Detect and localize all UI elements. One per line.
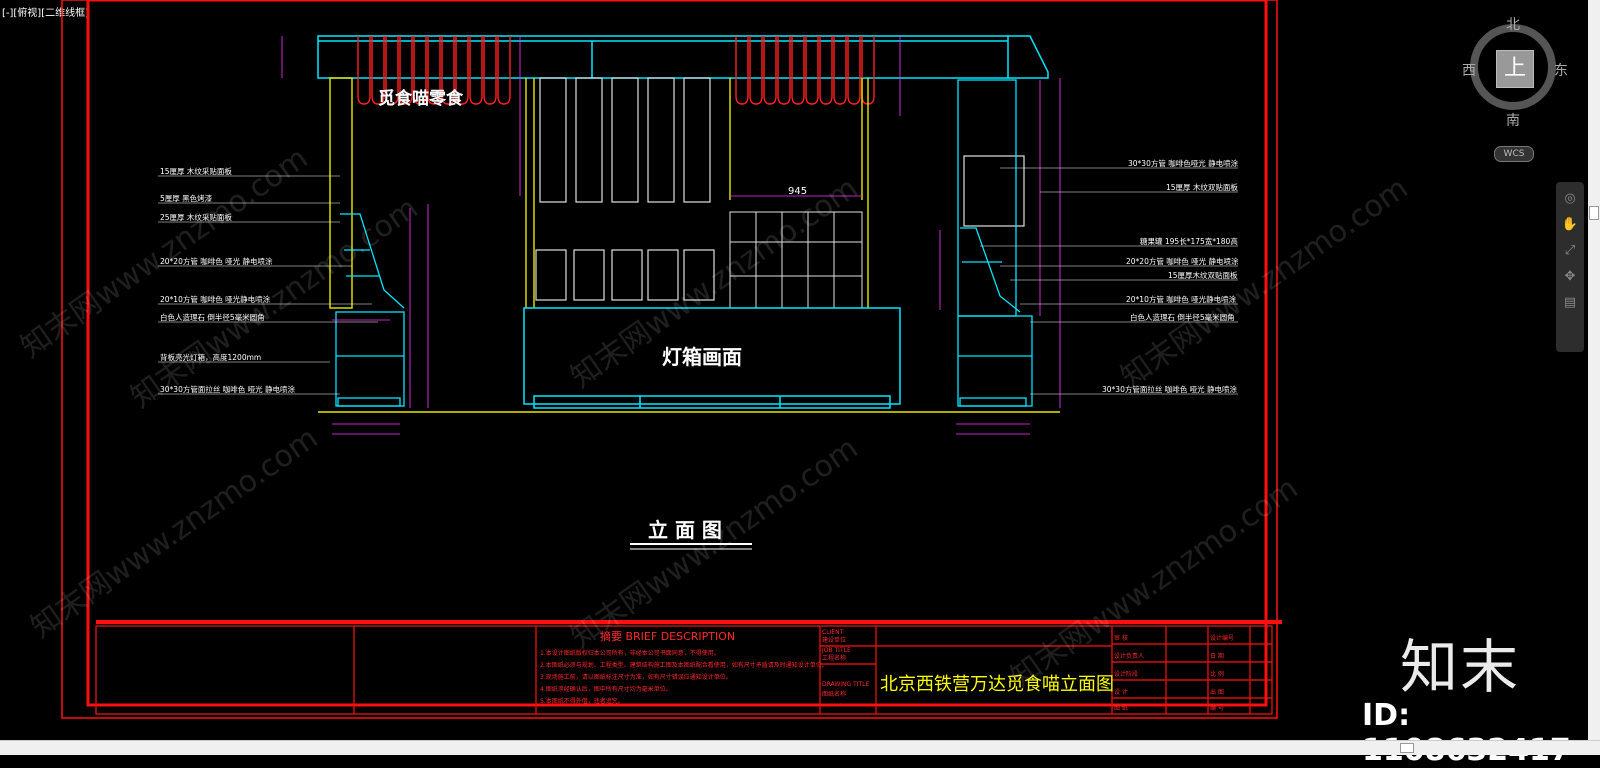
- note: 3.现场施工前，请以图纸标注尺寸为准，如有尺寸错误应通知设计单位。: [540, 673, 732, 681]
- row-label: 比 例: [1210, 670, 1224, 678]
- row-label: 设计编号: [1210, 634, 1234, 642]
- drawing-title-cn: 图纸名称: [822, 690, 846, 698]
- title-block-text: 摘要 BRIEF DESCRIPTION 1.本设计图纸版权归本公司所有，非经本…: [540, 629, 1234, 712]
- leader-lines-left: [158, 175, 378, 395]
- annotation: 背板亮光灯箱，高度1200mm: [160, 352, 261, 362]
- steering-wheel-icon[interactable]: ◎: [1564, 191, 1576, 206]
- note: 5.本图纸不得外借，违者追究。: [540, 697, 624, 705]
- job-en: JOB TITLE: [821, 647, 851, 654]
- row-label: 设 计: [1114, 688, 1128, 696]
- row-label: 图 纸: [1114, 704, 1128, 712]
- dimension-lines: [281, 36, 1061, 435]
- ucs-menu[interactable]: WCS: [1494, 146, 1534, 162]
- compass-west[interactable]: 西: [1462, 63, 1476, 79]
- viewcube-ring[interactable]: [1470, 24, 1556, 110]
- compass-north[interactable]: 北: [1506, 17, 1520, 33]
- brief-heading: 摘要 BRIEF DESCRIPTION: [600, 629, 735, 643]
- annotation: 白色人造理石 倒半径5毫米圆角: [160, 312, 265, 322]
- annotation: 20*20方管 咖啡色 哑光 静电喷涂: [1126, 256, 1239, 266]
- job-cn: 工程名称: [822, 654, 846, 662]
- zoom-icon[interactable]: ⤢: [1564, 243, 1576, 258]
- orbit-icon[interactable]: ✥: [1564, 269, 1576, 284]
- drawing-title: 北京西铁营万达觅食喵立面图: [880, 674, 1114, 695]
- row-label: 日 期: [1210, 652, 1224, 660]
- lightbox-counter: [523, 307, 901, 409]
- sign-loops-right: [735, 36, 875, 105]
- annotation: 15厘厚木纹双贴面板: [1168, 270, 1238, 280]
- annotation: 5厘厚 黑色烤漆: [160, 193, 213, 203]
- yellow-columns: [318, 77, 1060, 413]
- pan-icon[interactable]: ✋: [1561, 217, 1579, 232]
- navigation-bar: ◎ ✋ ⤢ ✥ ▤: [1556, 182, 1584, 352]
- top-dimension: 945: [788, 186, 807, 197]
- annotation: 20*10方管 咖啡色 哑光静电喷涂: [160, 294, 271, 304]
- row-label: 设计阶段: [1114, 670, 1138, 678]
- leader-lines-right: [980, 167, 1238, 395]
- annotation: 20*10方管 咖啡色 哑光静电喷涂: [1126, 294, 1237, 304]
- left-cabinet: [335, 213, 405, 407]
- viewcube-top-face[interactable]: 上: [1496, 50, 1534, 88]
- row-label: 编 号: [1210, 704, 1224, 712]
- left-annotations: 15厘厚 木纹采贴面板 5厘厚 黑色烤漆 25厘厚 木纹采贴面板 20*20方管…: [160, 166, 295, 394]
- viewcube[interactable]: 上 北 南 西 东: [1462, 14, 1570, 144]
- viewport-controls-label[interactable]: [-][俯视][二维线框]: [2, 8, 90, 19]
- annotation: 白色人造理石 倒半径5毫米圆角: [1130, 312, 1235, 322]
- sign-text: 觅食喵零食: [378, 88, 464, 109]
- hanging-panels: [535, 77, 1025, 301]
- compass-south[interactable]: 南: [1506, 113, 1520, 129]
- right-cabinet: [957, 79, 1033, 407]
- right-annotations: 30*30方管 咖啡色哑光 静电喷涂 15厘厚 木纹双贴面板 糖果罐 195长*…: [1102, 158, 1239, 394]
- annotation: 20*20方管 咖啡色 哑光 静电喷涂: [160, 256, 273, 266]
- annotation: 30*30方管 咖啡色哑光 静电喷涂: [1128, 158, 1239, 168]
- sheet-frame: [61, 0, 1282, 719]
- brand-id: ID: 1108632417: [1362, 698, 1571, 768]
- showmotion-icon[interactable]: ▤: [1563, 295, 1577, 310]
- horizontal-scrollbar[interactable]: [0, 740, 1600, 755]
- annotation: 30*30方管面拉丝 咖啡色 哑光 静电喷涂: [160, 384, 295, 394]
- note: 2.本图纸必须与规划、工程类型、建筑结构施工图及本图纸配合看使用，如有尺寸矛盾请…: [540, 661, 828, 669]
- shelf-grid: [729, 211, 863, 309]
- view-title: 立 面 图: [648, 518, 722, 542]
- elevation-drawing: 觅食喵零食 灯箱画面 945 15厘厚 木纹采贴面板 5厘厚 黑色烤漆 25厘厚…: [61, 0, 1282, 719]
- sign-loops-left: [357, 36, 511, 105]
- brand-logo: 知末: [1400, 633, 1521, 701]
- drawing-title-en: DRAWING TITLE: [822, 681, 870, 688]
- note: 1.本设计图纸版权归本公司所有，非经本公司书面同意，不得使用。: [540, 649, 720, 657]
- note: 4.图纸须经确认后，图中所有尺寸均为毫米单位。: [540, 685, 672, 693]
- horizontal-scroll-thumb[interactable]: [1400, 743, 1414, 753]
- client-en: CLIENT: [822, 629, 844, 636]
- compass-east[interactable]: 东: [1554, 63, 1568, 79]
- annotation: 糖果罐 195长*175宽*180高: [1140, 236, 1238, 246]
- client-cn: 建设单位: [822, 636, 846, 644]
- annotation: 25厘厚 木纹采贴面板: [160, 212, 232, 222]
- annotation: 15厘厚 木纹双贴面板: [1166, 182, 1238, 192]
- lightbox-text: 灯箱画面: [662, 345, 742, 369]
- title-block: [95, 625, 1273, 715]
- vertical-scroll-thumb[interactable]: [1589, 206, 1599, 220]
- row-label: 设计负责人: [1114, 652, 1144, 660]
- row-label: 审 核: [1114, 634, 1128, 642]
- row-label: 出 图: [1210, 688, 1224, 696]
- vertical-scrollbar[interactable]: [1588, 0, 1600, 740]
- annotation: 30*30方管面拉丝 咖啡色 哑光 静电喷涂: [1102, 384, 1237, 394]
- annotation: 15厘厚 木纹采贴面板: [160, 166, 232, 176]
